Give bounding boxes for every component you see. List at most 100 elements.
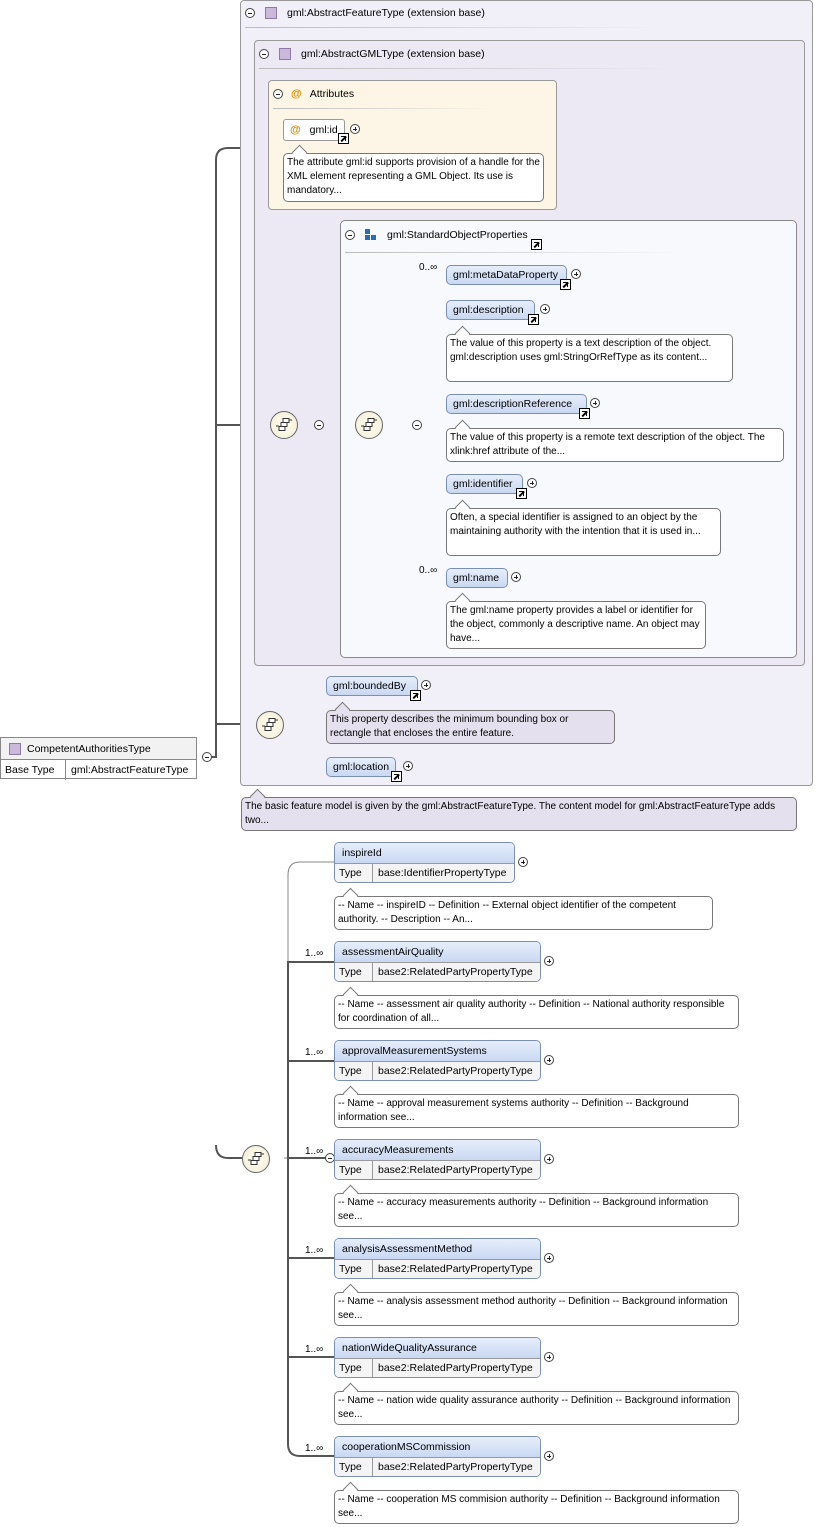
element-doc: -- Name -- accuracy measurements authori… [334, 1184, 739, 1227]
root-type-box[interactable]: CompetentAuthoritiesType Base Type gml:A… [0, 737, 197, 780]
multiplicity: 1..∞ [305, 948, 324, 959]
base-type-label: Base Type [1, 760, 66, 780]
element-doc-text: -- Name -- nation wide quality assurance… [338, 1395, 731, 1420]
element-gml-descriptionreference[interactable]: gml:descriptionReference [446, 394, 587, 414]
sequence-node-standard-properties[interactable] [355, 411, 383, 439]
element-doc-text: -- Name -- cooperation MS commision auth… [338, 1494, 720, 1519]
expand-icon[interactable] [421, 680, 431, 690]
element-doc-text: Often, a special identifier is assigned … [450, 512, 701, 537]
expand-icon[interactable] [350, 124, 360, 134]
expand-icon[interactable] [544, 1055, 554, 1065]
element-gml-name[interactable]: gml:name [446, 568, 508, 588]
type-value: base2:RelatedPartyPropertyType [378, 1461, 533, 1473]
element-doc-text: The value of this property is a text des… [450, 338, 712, 363]
element-name: gml:name [453, 572, 500, 584]
sequence-node-main[interactable] [242, 1145, 270, 1173]
extension-doc-text: The basic feature model is given by the … [245, 801, 776, 826]
element-gml-identifier[interactable]: gml:identifier [446, 474, 523, 494]
expand-icon[interactable] [403, 761, 413, 771]
base-type-value: gml:AbstractFeatureType [71, 764, 189, 776]
sequence-icon [262, 718, 278, 731]
element-doc-text: -- Name -- approval measurement systems … [338, 1098, 689, 1123]
expand-icon[interactable] [540, 304, 550, 314]
sequence-node-gml[interactable] [270, 411, 298, 439]
element-doc-text: -- Name -- analysis assessment method au… [338, 1296, 728, 1321]
type-label: Type [335, 1359, 373, 1377]
element-gml-boundedby[interactable]: gml:boundedBy [326, 676, 418, 696]
element-name: inspireId [335, 843, 514, 863]
collapse-icon[interactable] [411, 420, 422, 430]
element-gml-location[interactable]: gml:location [326, 757, 396, 777]
expand-icon[interactable] [544, 956, 554, 966]
element-name: gml:boundedBy [333, 680, 406, 692]
multiplicity: 1..∞ [305, 1047, 324, 1058]
expand-icon[interactable] [511, 572, 521, 582]
element-doc-text: This property describes the minimum boun… [330, 714, 569, 739]
goto-definition-icon[interactable] [516, 488, 527, 499]
attribute-doc-text: The attribute gml:id supports provision … [287, 157, 540, 196]
element-doc-text: The gml:name property provides a label o… [450, 605, 700, 644]
expand-icon[interactable] [544, 1154, 554, 1164]
collapse-icon[interactable] [273, 89, 283, 99]
goto-definition-icon[interactable] [410, 690, 421, 701]
sequence-icon [361, 418, 377, 431]
element-name: nationWideQualityAssurance [335, 1338, 540, 1358]
attribute-doc: The attribute gml:id supports provision … [283, 144, 544, 202]
expand-icon[interactable] [544, 1352, 554, 1362]
collapse-icon[interactable] [313, 420, 324, 430]
element-doc: -- Name -- nation wide quality assurance… [334, 1382, 739, 1425]
element-doc-text: -- Name -- accuracy measurements authori… [338, 1197, 709, 1222]
expand-icon[interactable] [571, 269, 581, 279]
element-doc: The gml:name property provides a label o… [446, 592, 706, 649]
type-value: base2:RelatedPartyPropertyType [378, 1065, 533, 1077]
root-collapse-icon[interactable] [202, 752, 212, 762]
complex-type-icon [9, 742, 21, 755]
element-doc: The value of this property is a remote t… [446, 419, 784, 462]
element-doc: This property describes the minimum boun… [326, 701, 615, 744]
goto-definition-icon[interactable] [579, 408, 590, 419]
collapse-icon[interactable] [259, 49, 269, 59]
collapse-icon[interactable] [345, 230, 355, 240]
goto-definition-icon[interactable] [391, 771, 402, 782]
sequence-icon [248, 1152, 264, 1165]
element-doc: Often, a special identifier is assigned … [446, 499, 721, 556]
goto-definition-icon[interactable] [338, 133, 349, 144]
element-doc: -- Name -- analysis assessment method au… [334, 1283, 739, 1326]
attribute-gml-id[interactable]: @ gml:id [283, 119, 345, 141]
sequence-icon [276, 418, 292, 431]
expand-icon[interactable] [544, 1253, 554, 1263]
element-name: gml:descriptionReference [453, 398, 573, 410]
element-doc-text: The value of this property is a remote t… [450, 432, 765, 457]
element-name: gml:metaDataProperty [453, 269, 559, 281]
goto-definition-icon[interactable] [528, 314, 539, 325]
element-name: accuracyMeasurements [335, 1140, 540, 1160]
expand-icon[interactable] [527, 478, 537, 488]
expand-icon[interactable] [590, 398, 600, 408]
element-gml-metadataproperty[interactable]: gml:metaDataProperty [446, 265, 567, 285]
element-doc: -- Name -- assessment air quality author… [334, 986, 739, 1029]
attributes-label: Attributes [309, 88, 355, 100]
goto-definition-icon[interactable] [531, 239, 542, 250]
extension-doc: The basic feature model is given by the … [241, 788, 797, 831]
attribute-icon: @ [290, 124, 301, 136]
multiplicity: 1..∞ [305, 1245, 324, 1256]
element-name: cooperationMSCommission [335, 1437, 540, 1457]
goto-definition-icon[interactable] [560, 279, 571, 290]
type-value: base2:RelatedPartyPropertyType [378, 1263, 533, 1275]
type-label: Type [335, 963, 373, 981]
type-label: Type [335, 1260, 373, 1278]
expand-icon[interactable] [518, 857, 528, 867]
expand-icon[interactable] [544, 1451, 554, 1461]
multiplicity: 0..∞ [419, 262, 438, 273]
sequence-node-feature[interactable] [256, 711, 284, 739]
type-label: Type [335, 864, 373, 882]
element-gml-description[interactable]: gml:description [446, 300, 535, 320]
collapse-icon[interactable] [245, 8, 255, 18]
